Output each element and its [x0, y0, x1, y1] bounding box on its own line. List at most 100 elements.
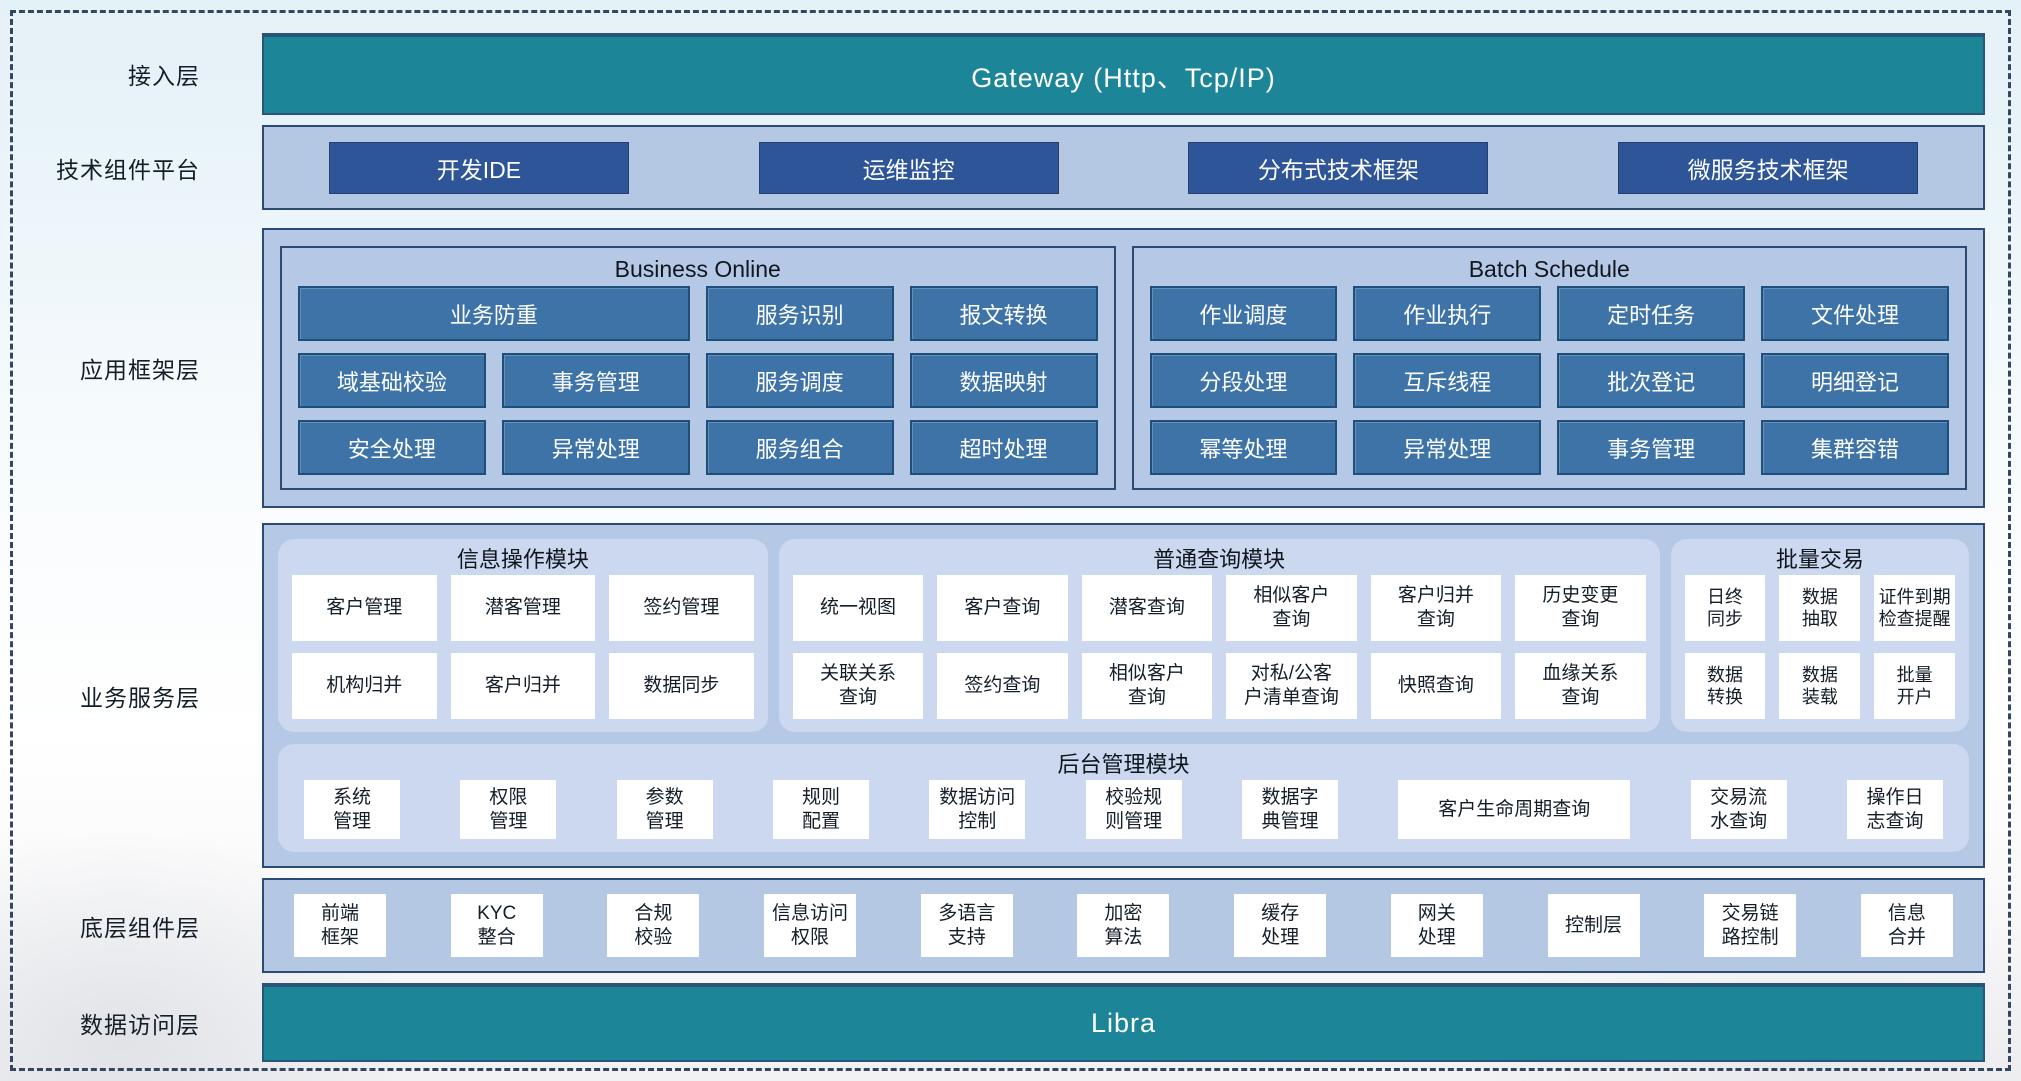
business-online-item: 异常处理 [501, 420, 690, 475]
tech-component-button: 微服务技术框架 [1618, 141, 1919, 194]
admin-item: 校验规 则管理 [1085, 780, 1182, 839]
business-online-item: 报文转换 [909, 286, 1098, 341]
batch-trade-grid: 日终 同步数据 抽取证件到期 检查提醒数据 转换数据 装载批量 开户 [1684, 575, 1956, 719]
layer-label-data: 数据访问层 [80, 1011, 200, 1038]
business-online-item: 超时处理 [909, 420, 1098, 475]
business-online-grid: 业务防重服务识别报文转换域基础校验事务管理服务调度数据映射安全处理异常处理服务组… [298, 286, 1098, 475]
common-query-item: 快照查询 [1370, 653, 1502, 719]
service-modules-row: 信息操作模块 客户管理潜客管理签约管理机构归并客户归并数据同步 普通查询模块 统… [278, 539, 1970, 732]
component-item: 加密 算法 [1077, 894, 1170, 957]
component-item: 交易链 路控制 [1704, 894, 1797, 957]
component-item: 合规 校验 [607, 894, 700, 957]
admin-item: 规则 配置 [772, 780, 869, 839]
batch-schedule-item: 幂等处理 [1149, 420, 1338, 475]
common-query-item: 关联关系 查询 [792, 653, 924, 719]
batch-schedule-item: 异常处理 [1353, 420, 1542, 475]
business-online-item: 服务识别 [705, 286, 894, 341]
common-query-module: 普通查询模块 统一视图客户查询潜客查询相似客户 查询客户归并 查询历史变更 查询… [778, 539, 1660, 732]
batch-schedule-item: 互斥线程 [1353, 353, 1542, 408]
component-item: 控制层 [1547, 894, 1640, 957]
batch-schedule-item: 集群容错 [1761, 420, 1949, 475]
business-online-item: 业务防重 [298, 286, 690, 341]
batch-trade-item: 数据 装载 [1779, 653, 1861, 719]
admin-item: 数据访问 控制 [929, 780, 1026, 839]
info-operation-grid: 客户管理潜客管理签约管理机构归并客户归并数据同步 [292, 575, 754, 719]
component-item: 缓存 处理 [1234, 894, 1327, 957]
admin-module: 后台管理模块 系统 管理权限 管理参数 管理规则 配置数据访问 控制校验规 则管… [278, 744, 1969, 852]
data-access-row: 数据访问层 Libra [0, 983, 1985, 1062]
batch-trade-title: 批量交易 [1775, 547, 1864, 572]
tech-platform-panel: 开发IDE 运维监控 分布式技术框架 微服务技术框架 [262, 125, 1985, 210]
gateway-bar: Gateway (Http、Tcp/IP) [262, 33, 1985, 115]
common-query-item: 血缘关系 查询 [1515, 653, 1646, 719]
admin-item: 数据字 典管理 [1241, 780, 1338, 839]
business-online-item: 服务调度 [705, 353, 894, 408]
batch-schedule-item: 作业执行 [1353, 286, 1542, 341]
tech-component-button: 开发IDE [328, 141, 629, 194]
batch-trade-item: 批量 开户 [1874, 653, 1956, 719]
batch-trade-item: 数据 抽取 [1779, 575, 1861, 641]
common-query-item: 签约查询 [937, 653, 1068, 719]
info-operation-item: 客户管理 [292, 575, 437, 641]
common-query-item: 客户归并 查询 [1370, 575, 1502, 641]
info-operation-item: 数据同步 [609, 653, 754, 719]
layer-label-framework: 应用框架层 [80, 357, 200, 383]
app-framework-panel: Business Online 业务防重服务识别报文转换域基础校验事务管理服务调… [262, 228, 1985, 508]
common-query-item: 相似客户 查询 [1081, 653, 1213, 719]
business-online-item: 安全处理 [298, 420, 486, 475]
component-item: 信息 合并 [1860, 894, 1953, 957]
batch-schedule-grid: 作业调度作业执行定时任务文件处理分段处理互斥线程批次登记明细登记幂等处理异常处理… [1149, 286, 1949, 475]
batch-trade-item: 数据 转换 [1684, 653, 1766, 719]
common-query-grid: 统一视图客户查询潜客查询相似客户 查询客户归并 查询历史变更 查询关联关系 查询… [792, 575, 1646, 719]
layer-label-component: 底层组件层 [80, 914, 200, 941]
component-item: 网关 处理 [1390, 894, 1483, 957]
component-item: 前端 框架 [294, 894, 386, 957]
tech-component-button: 运维监控 [758, 141, 1059, 194]
info-operation-module: 信息操作模块 客户管理潜客管理签约管理机构归并客户归并数据同步 [278, 539, 768, 732]
business-online-item: 数据映射 [909, 353, 1098, 408]
libra-bar: Libra [262, 983, 1985, 1062]
batch-schedule-item: 分段处理 [1149, 353, 1338, 408]
admin-item: 客户生命周期查询 [1398, 780, 1631, 839]
business-online-title: Business Online [614, 256, 781, 282]
admin-item: 交易流 水查询 [1690, 780, 1787, 839]
batch-schedule-title: Batch Schedule [1468, 256, 1630, 282]
business-online-item: 服务组合 [705, 420, 894, 475]
batch-schedule-item: 事务管理 [1557, 420, 1746, 475]
batch-schedule-item: 文件处理 [1761, 286, 1949, 341]
common-query-item: 统一视图 [792, 575, 924, 641]
batch-schedule-item: 批次登记 [1557, 353, 1746, 408]
business-service-panel: 信息操作模块 客户管理潜客管理签约管理机构归并客户归并数据同步 普通查询模块 统… [262, 523, 1985, 868]
admin-item: 操作日 志查询 [1846, 780, 1943, 839]
batch-trade-module: 批量交易 日终 同步数据 抽取证件到期 检查提醒数据 转换数据 装载批量 开户 [1670, 539, 1970, 732]
info-operation-title: 信息操作模块 [456, 547, 589, 572]
common-query-item: 客户查询 [937, 575, 1068, 641]
layer-label-access: 接入层 [128, 63, 200, 89]
common-query-item: 对私/公客 户清单查询 [1226, 653, 1357, 719]
common-query-item: 潜客查询 [1081, 575, 1213, 641]
batch-trade-item: 日终 同步 [1684, 575, 1766, 641]
admin-module-title: 后台管理模块 [1057, 752, 1190, 777]
common-query-item: 历史变更 查询 [1515, 575, 1646, 641]
admin-item: 参数 管理 [616, 780, 713, 839]
common-query-item: 相似客户 查询 [1226, 575, 1357, 641]
info-operation-item: 潜客管理 [450, 575, 596, 641]
info-operation-item: 签约管理 [609, 575, 754, 641]
app-framework-row: 应用框架层 Business Online 业务防重服务识别报文转换域基础校验事… [0, 228, 1985, 508]
layer-label-tech: 技术组件平台 [56, 156, 200, 183]
access-layer-row: 接入层 Gateway (Http、Tcp/IP) [0, 33, 1985, 115]
business-online-section: Business Online 业务防重服务识别报文转换域基础校验事务管理服务调… [280, 246, 1116, 490]
admin-items-row: 系统 管理权限 管理参数 管理规则 配置数据访问 控制校验规 则管理数据字 典管… [292, 780, 1955, 839]
tech-component-button: 分布式技术框架 [1188, 141, 1489, 194]
batch-schedule-item: 明细登记 [1761, 353, 1949, 408]
component-item: 信息访问 权限 [764, 894, 857, 957]
tech-platform-row: 技术组件平台 开发IDE 运维监控 分布式技术框架 微服务技术框架 [0, 125, 1985, 210]
component-item: KYC 整合 [450, 894, 543, 957]
business-online-item: 事务管理 [501, 353, 690, 408]
batch-schedule-item: 作业调度 [1149, 286, 1338, 341]
batch-trade-item: 证件到期 检查提醒 [1874, 575, 1956, 641]
business-service-row: 业务服务层 信息操作模块 客户管理潜客管理签约管理机构归并客户归并数据同步 普通… [0, 523, 1985, 868]
